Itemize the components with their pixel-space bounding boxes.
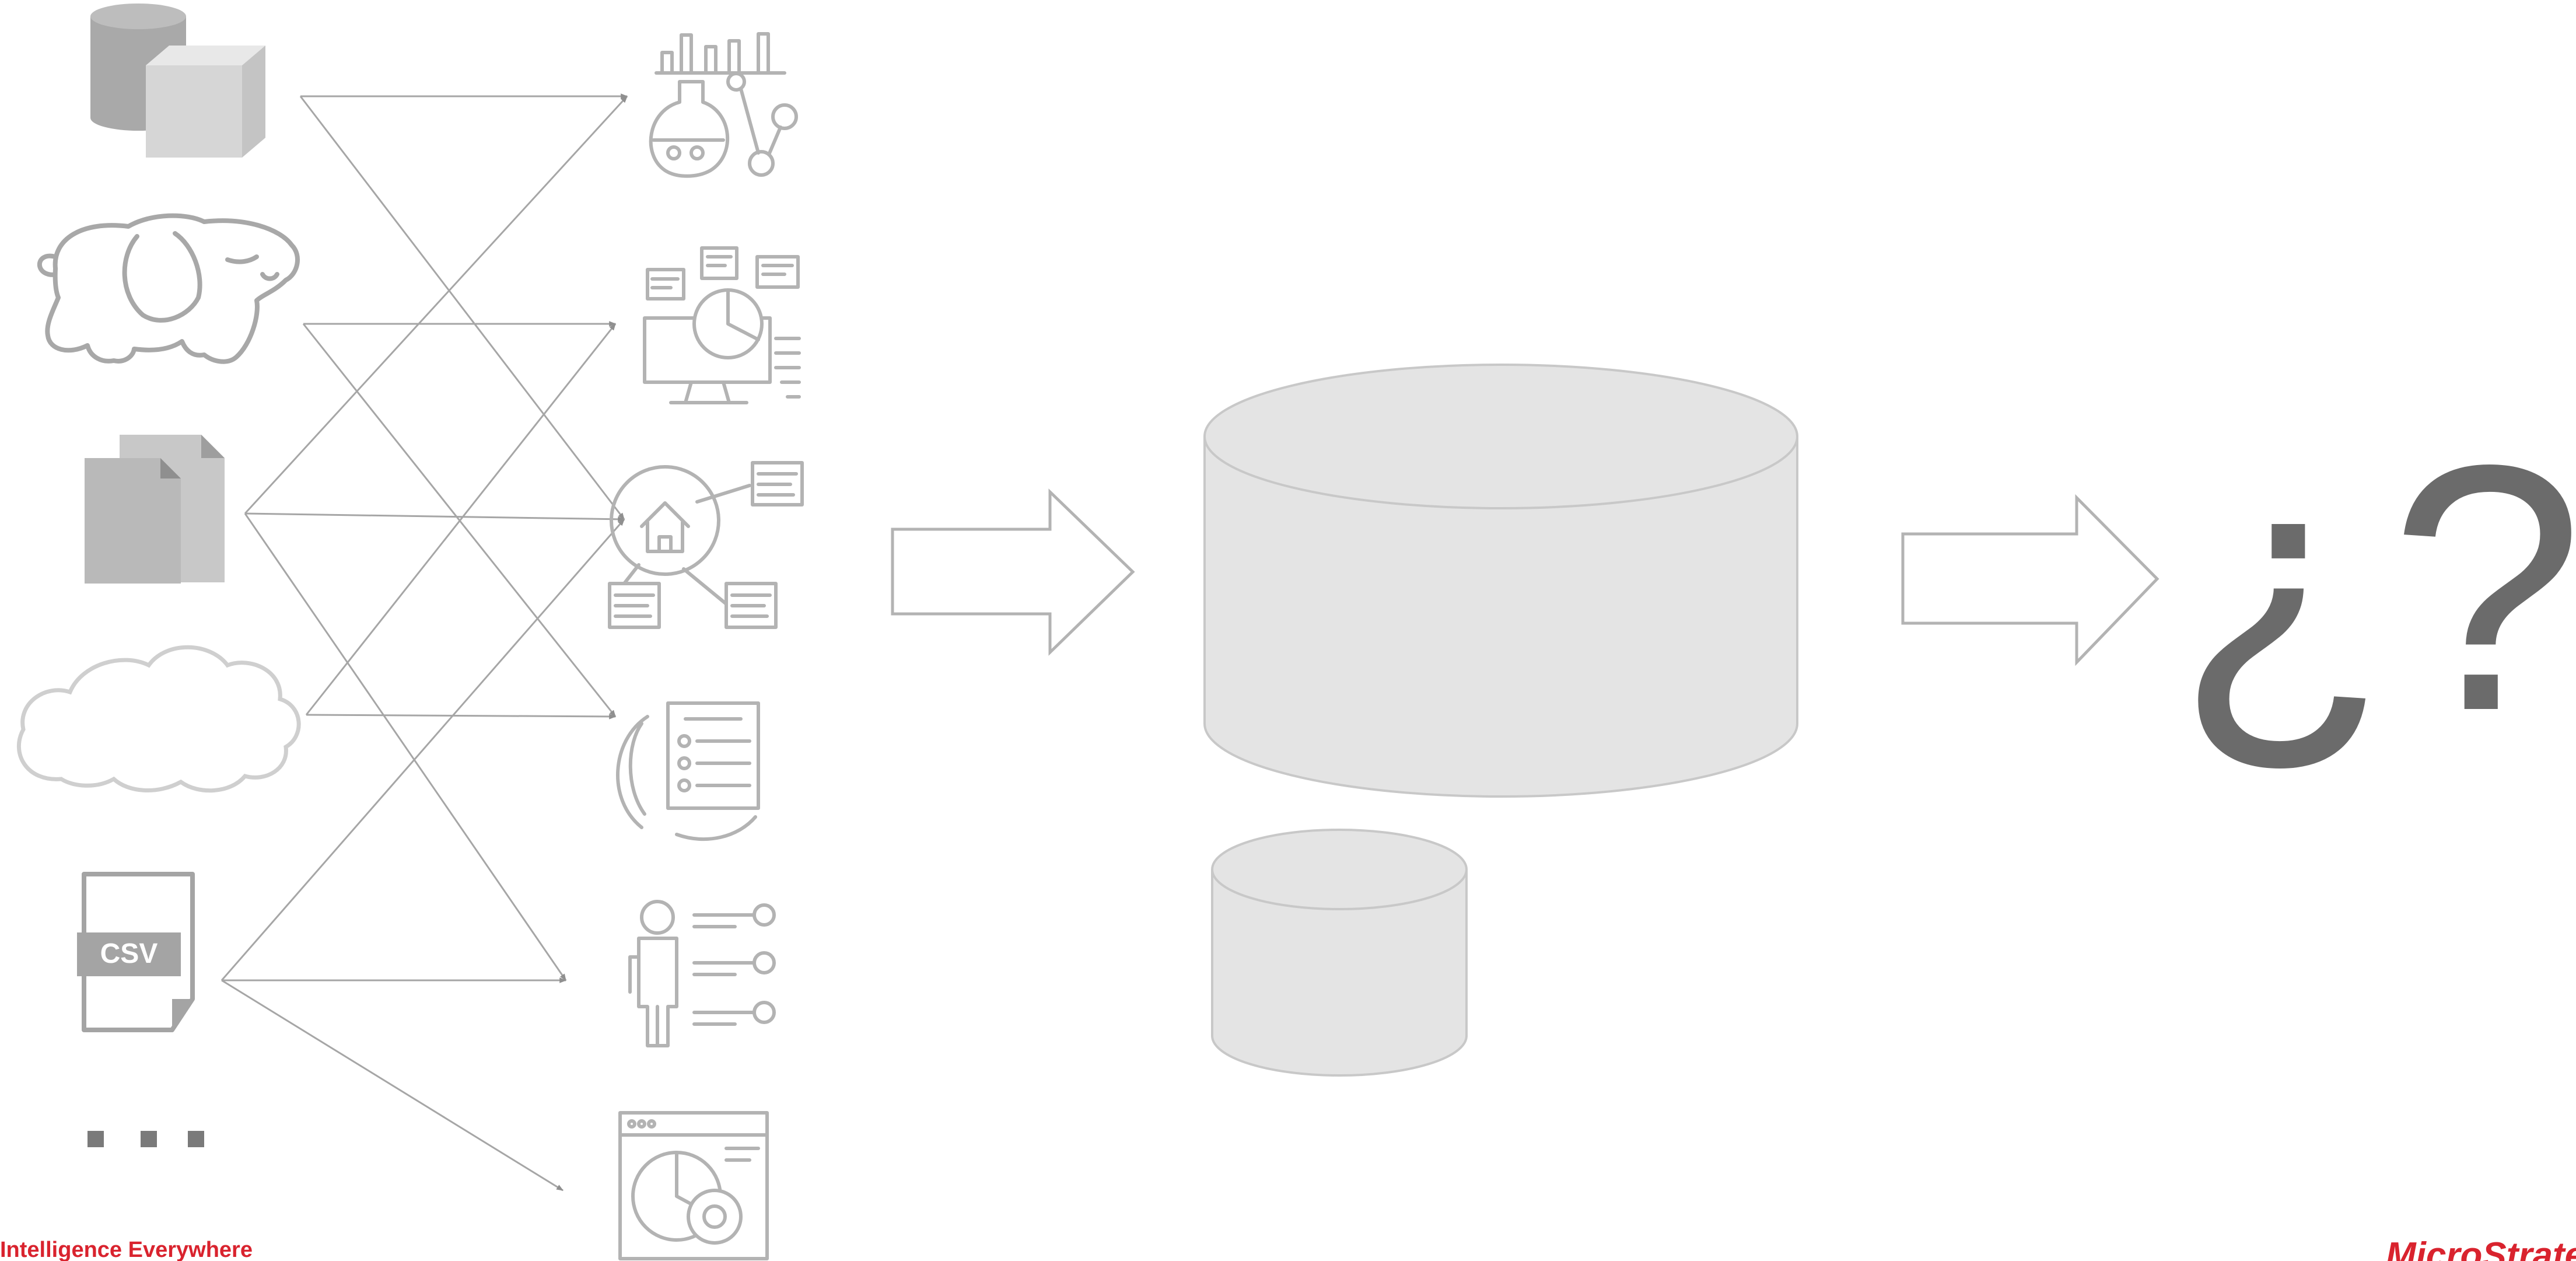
link-csv-to-settings [221, 979, 564, 1192]
csv-label: CSV [100, 938, 158, 969]
analytics-workstation-icon [643, 246, 801, 404]
app-settings-icon [618, 1111, 769, 1260]
report-list-icon [616, 701, 760, 841]
ellipsis-icon [88, 1131, 204, 1147]
data-science-lab-icon [649, 32, 798, 178]
link-cloud-to-report [306, 714, 617, 719]
small-database-cylinder-icon [1211, 829, 1468, 1077]
hadoop-elephant-icon [37, 213, 300, 364]
outline-arrow-to-warehouse [891, 488, 1135, 656]
home-network-icon [608, 461, 804, 629]
person-options-icon [628, 900, 776, 1047]
footer-tagline: Intelligence Everywhere [0, 1239, 253, 1261]
cloud-icon [16, 645, 301, 793]
csv-file-icon: CSV [77, 872, 195, 1032]
link-csv-to-network [220, 519, 625, 981]
documents-icon [85, 435, 225, 584]
link-database-to-network [299, 96, 625, 520]
connection-lines [220, 93, 628, 1192]
outline-arrow-to-result [1901, 494, 2160, 666]
question-marks: ¿? [2176, 393, 2576, 784]
link-cloud-to-analytics [305, 323, 617, 715]
link-files-to-network [244, 512, 625, 522]
data-warehouse-cylinder-icon [1203, 364, 1798, 798]
link-files-to-people [244, 513, 567, 981]
link-files-to-lab [244, 95, 628, 515]
database-cube-icon [90, 4, 265, 158]
microstrategy-logo: MicroStrategy [2386, 1238, 2576, 1261]
